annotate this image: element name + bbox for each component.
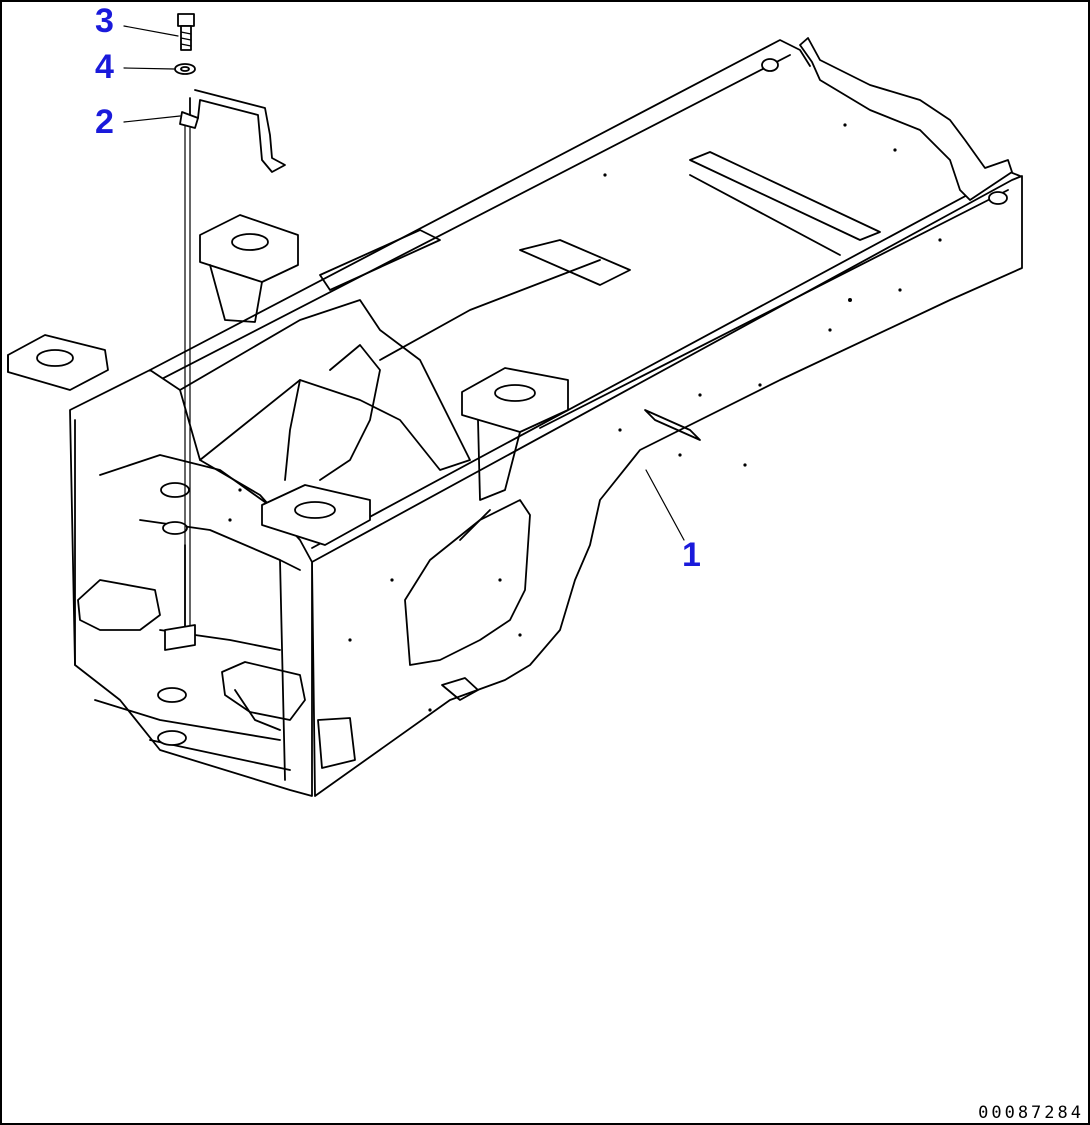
bolt-part (177, 13, 195, 51)
callout-leaders (123, 25, 685, 541)
callout-2-label: 2 (95, 103, 114, 141)
callout-3-label: 3 (95, 2, 114, 40)
callout-4-label: 4 (95, 48, 114, 86)
bracket-part (164, 89, 286, 651)
washer-part (174, 63, 196, 75)
callout-1-label: 1 (682, 536, 701, 574)
frame-part (7, 37, 1023, 797)
drawing-number: 00087284 (978, 1103, 1084, 1123)
